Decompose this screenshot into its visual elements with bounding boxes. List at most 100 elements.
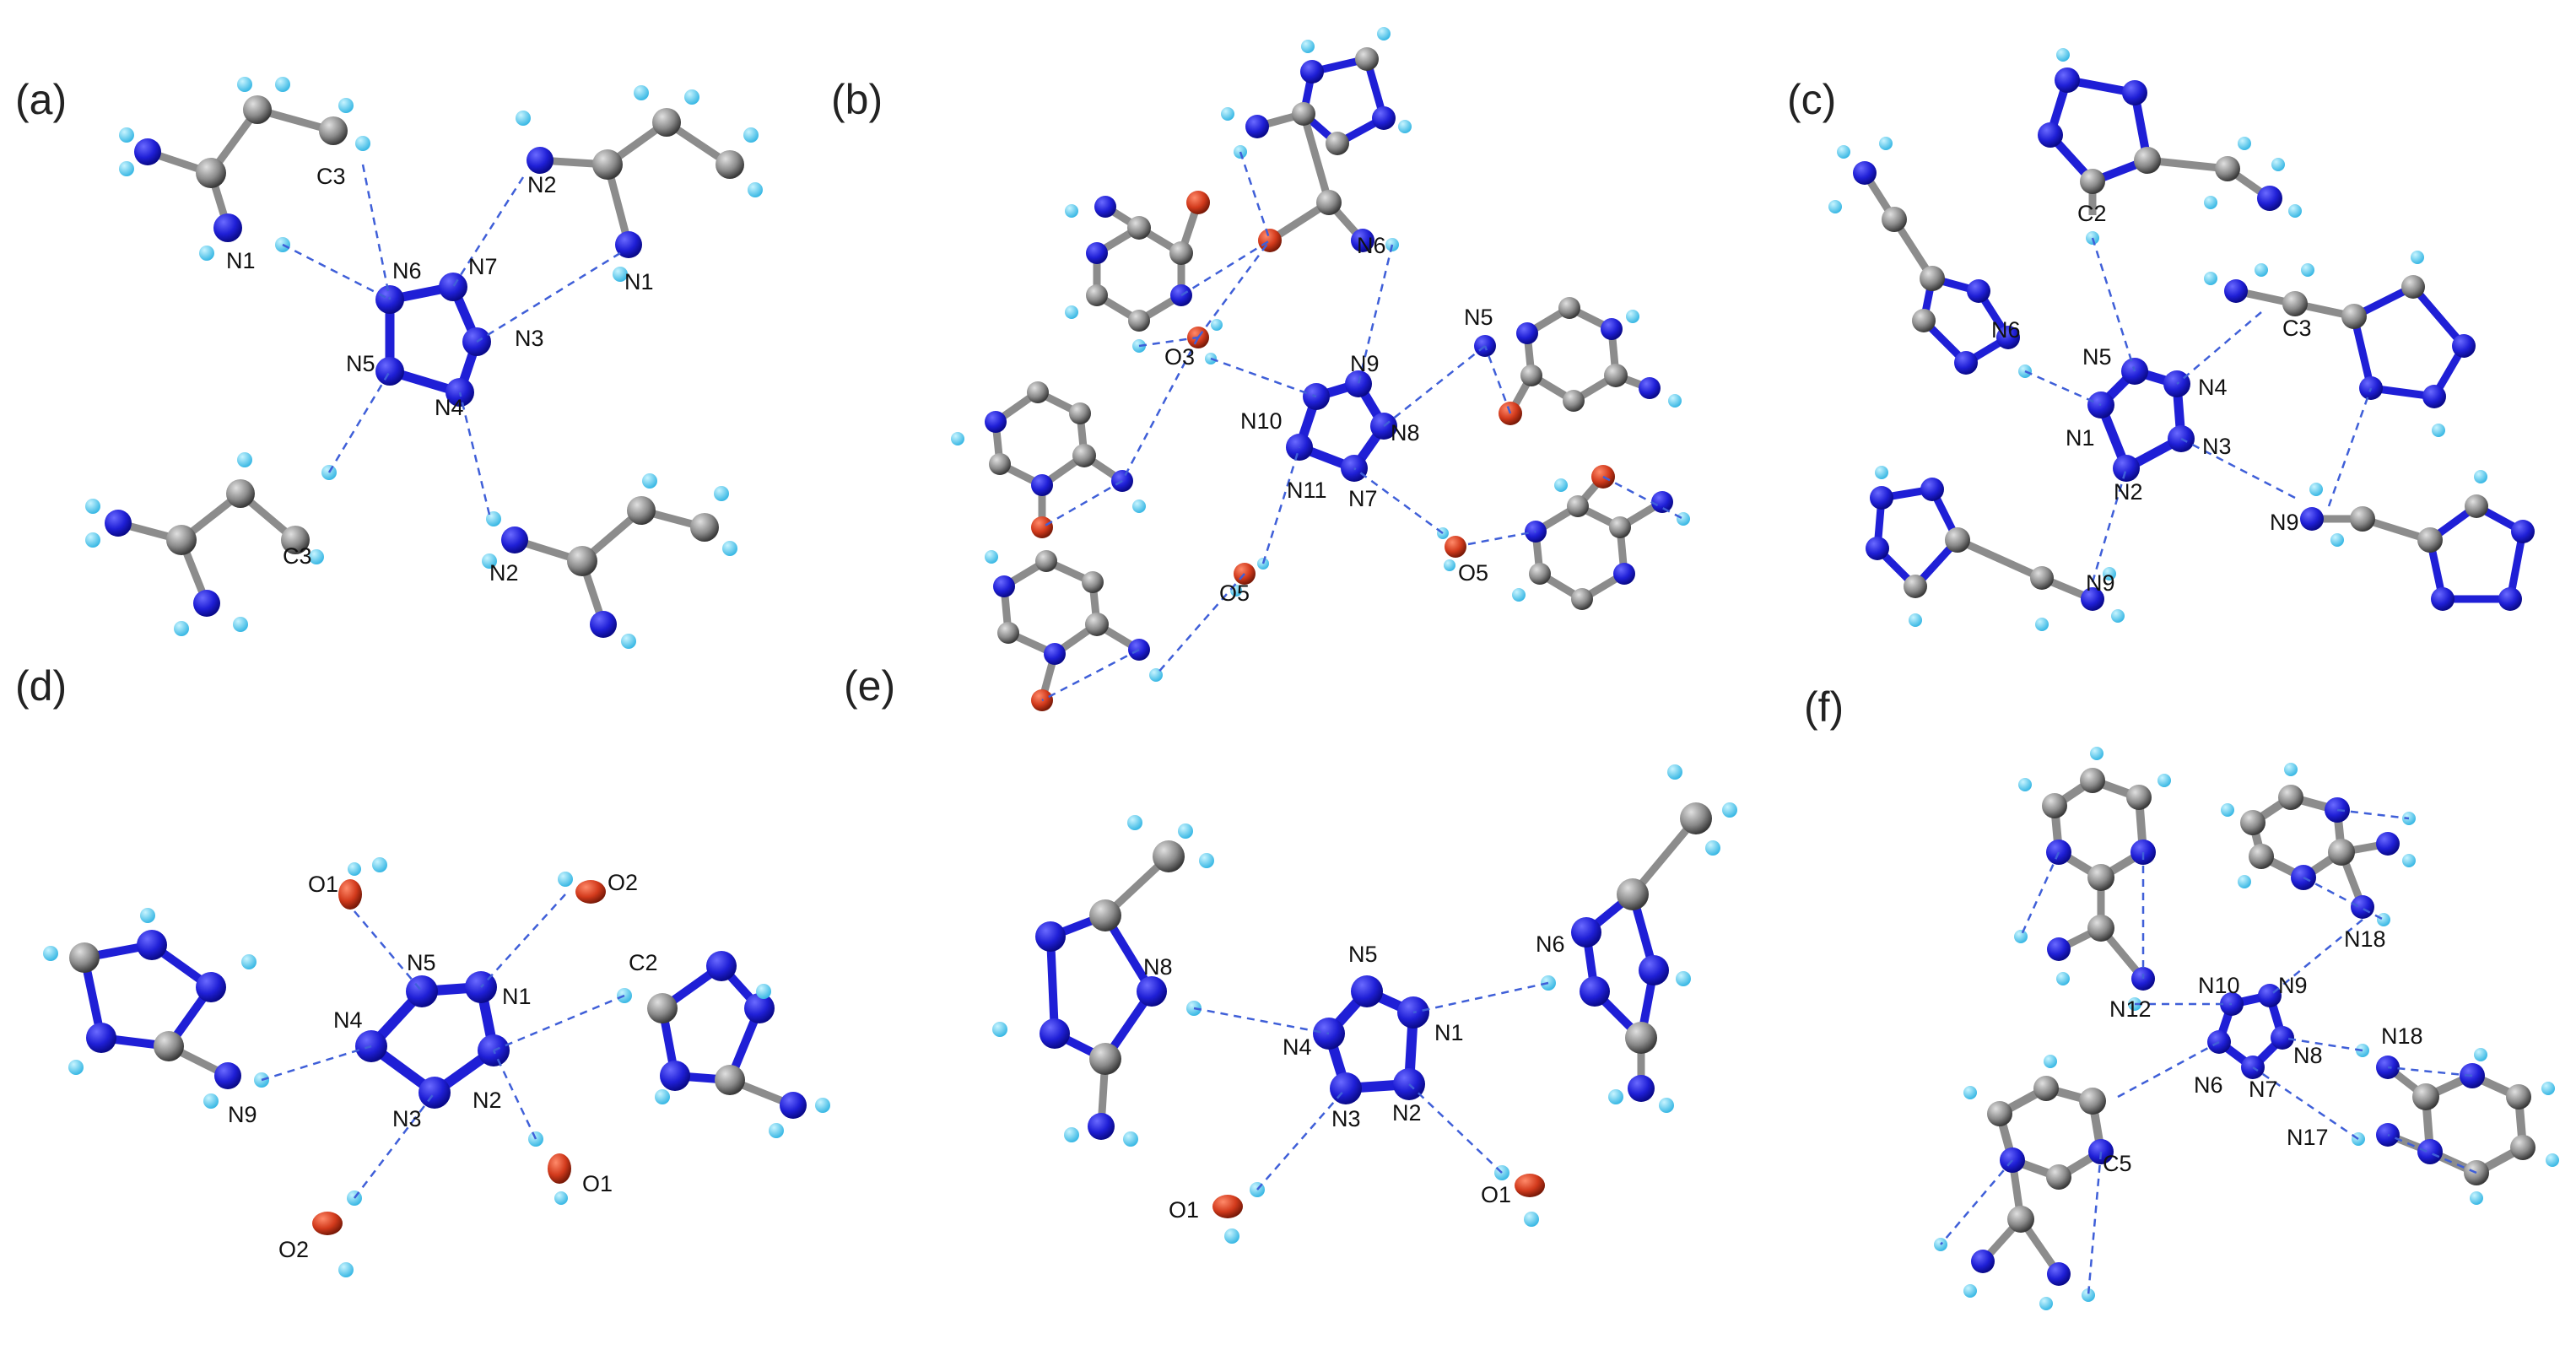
atom-label: N1 [502, 984, 532, 1009]
atom-labels-d: O1 O2 N5 N1 C2 N4 N2 N3 N9 O1 O2 [228, 870, 658, 1262]
panel-c: (c) [1787, 48, 2535, 631]
molecule-f-bottom-left-pyrimidine [1934, 1055, 2114, 1310]
atom-label: N2 [1392, 1100, 1422, 1126]
molecule-e-right-triazole [1541, 764, 1737, 1113]
hbonds-c [2024, 237, 2373, 583]
atom-label: N3 [515, 326, 544, 351]
molecule-a-top-left [119, 77, 370, 261]
atom-label: O5 [1219, 580, 1250, 606]
atom-label: N9 [2270, 510, 2299, 535]
atom-label: N4 [435, 395, 464, 420]
molecule-a-bottom-right [482, 473, 737, 649]
atom-label: C3 [283, 543, 312, 569]
atom-label: C2 [629, 950, 658, 975]
atom-label: O1 [582, 1171, 613, 1196]
atom-label: N9 [2278, 973, 2308, 998]
atom-label: N2 [2114, 479, 2143, 505]
atom-label: N1 [1434, 1020, 1464, 1045]
atom-label: N5 [1348, 942, 1378, 967]
panel-label-f: (f) [1804, 683, 1844, 731]
atom-label: N4 [2198, 375, 2228, 400]
molecule-c-bottom-right-triazole [2300, 470, 2535, 611]
panel-label-c: (c) [1787, 76, 1836, 123]
atom-label: N1 [624, 269, 654, 294]
molecule-a-bottom-left [85, 452, 337, 636]
atom-label: N2 [527, 172, 557, 197]
atom-label: N10 [2198, 973, 2240, 998]
panel-a: (a) [15, 76, 763, 649]
molecule-b-pyrazine-left-top [1065, 191, 1210, 353]
atom-label: N5 [2082, 344, 2112, 370]
molecule-b-pyrazine-left-bottom [985, 550, 1163, 711]
atom-label: N7 [1348, 486, 1378, 511]
molecule-b-pyrazine-right-bottom [1512, 465, 1690, 610]
atom-label: O1 [1481, 1182, 1511, 1207]
atom-label: N3 [392, 1106, 422, 1131]
atom-label: N18 [2344, 926, 2386, 952]
atom-label: N9 [1350, 351, 1380, 376]
molecule-d-right-triazole [617, 951, 830, 1138]
panel-e: (e) [844, 662, 1737, 1244]
atom-label: N9 [2086, 570, 2115, 596]
atom-label: C5 [2103, 1151, 2132, 1176]
atom-label: N8 [1391, 420, 1420, 445]
atom-label: N8 [1143, 954, 1173, 980]
atom-label: N6 [1536, 931, 1565, 957]
panel-label-b: (b) [831, 76, 883, 123]
panel-f: (f) [1804, 683, 2559, 1310]
atom-label: N2 [473, 1088, 502, 1113]
atom-label: O2 [608, 870, 638, 895]
atom-label: N2 [489, 560, 519, 586]
atom-label: N8 [2293, 1043, 2323, 1068]
molecule-d-left-triazole [43, 908, 269, 1109]
molecule-c-top-triazole [2038, 48, 2302, 245]
molecule-f-bottom-right-pyrimidine [2352, 1044, 2559, 1205]
atom-label: O1 [308, 872, 338, 897]
hbonds-e [1193, 981, 1549, 1191]
tetrazole-b [1286, 370, 1397, 482]
atom-label: N12 [2109, 996, 2152, 1022]
water-d [312, 857, 606, 1277]
atom-label: N10 [1240, 408, 1283, 434]
atom-label: O3 [1164, 344, 1195, 370]
atom-label: O1 [1169, 1197, 1199, 1223]
molecule-a-top-right [516, 85, 763, 282]
atom-labels-f: N18 N10 N9 N12 N8 N18 N6 N7 N17 C5 [2103, 926, 2423, 1176]
atom-label: N6 [1357, 233, 1386, 258]
atom-label: N1 [2066, 425, 2095, 451]
atom-labels-b: N6 O3 N9 N5 N10 N8 N11 N7 O5 O5 [1164, 233, 1493, 606]
atom-label: C3 [316, 164, 346, 189]
hbonds-f [1940, 808, 2477, 1296]
panel-label-a: (a) [15, 76, 67, 123]
molecule-b-pyrazine-left-mid [951, 381, 1146, 538]
panel-label-e: (e) [844, 662, 895, 710]
panel-d: (d) [15, 662, 830, 1277]
water-b [1187, 319, 1466, 597]
atom-labels-c: C2 C3 N6 N5 N4 N1 N3 N2 N9 N9 [1991, 201, 2312, 596]
atom-label: C3 [2282, 316, 2312, 341]
atom-label: N17 [2287, 1125, 2329, 1150]
atom-labels-e: N8 N5 N6 N4 N1 N3 N2 O1 O1 [1143, 931, 1565, 1223]
atom-label: N5 [407, 950, 436, 975]
molecule-f-top-left-pyrimidine [2014, 747, 2171, 1011]
tetrazole-e [1313, 975, 1429, 1104]
atom-label: N4 [333, 1007, 363, 1033]
molecule-f-top-right-pyrimidine [2221, 763, 2416, 926]
molecule-c-left-triazole [1828, 137, 2032, 378]
atom-label: N1 [226, 248, 256, 273]
atom-label: N6 [2194, 1072, 2223, 1098]
atom-label: N6 [392, 258, 422, 283]
tetrazole-a [375, 273, 491, 407]
molecule-c-bottom-left-triazole [1866, 466, 2125, 631]
atom-label: N9 [228, 1102, 257, 1127]
atom-label: N7 [468, 254, 498, 279]
atom-label: N11 [1287, 478, 1327, 503]
molecule-b-pyrazine-right-top [1474, 297, 1682, 425]
hbonds-d [261, 894, 625, 1199]
hbonds-a [282, 164, 621, 516]
panel-label-d: (d) [15, 662, 67, 710]
atom-label: N6 [1991, 317, 2021, 343]
atom-label: N4 [1283, 1034, 1312, 1060]
atom-label: N5 [346, 351, 375, 376]
